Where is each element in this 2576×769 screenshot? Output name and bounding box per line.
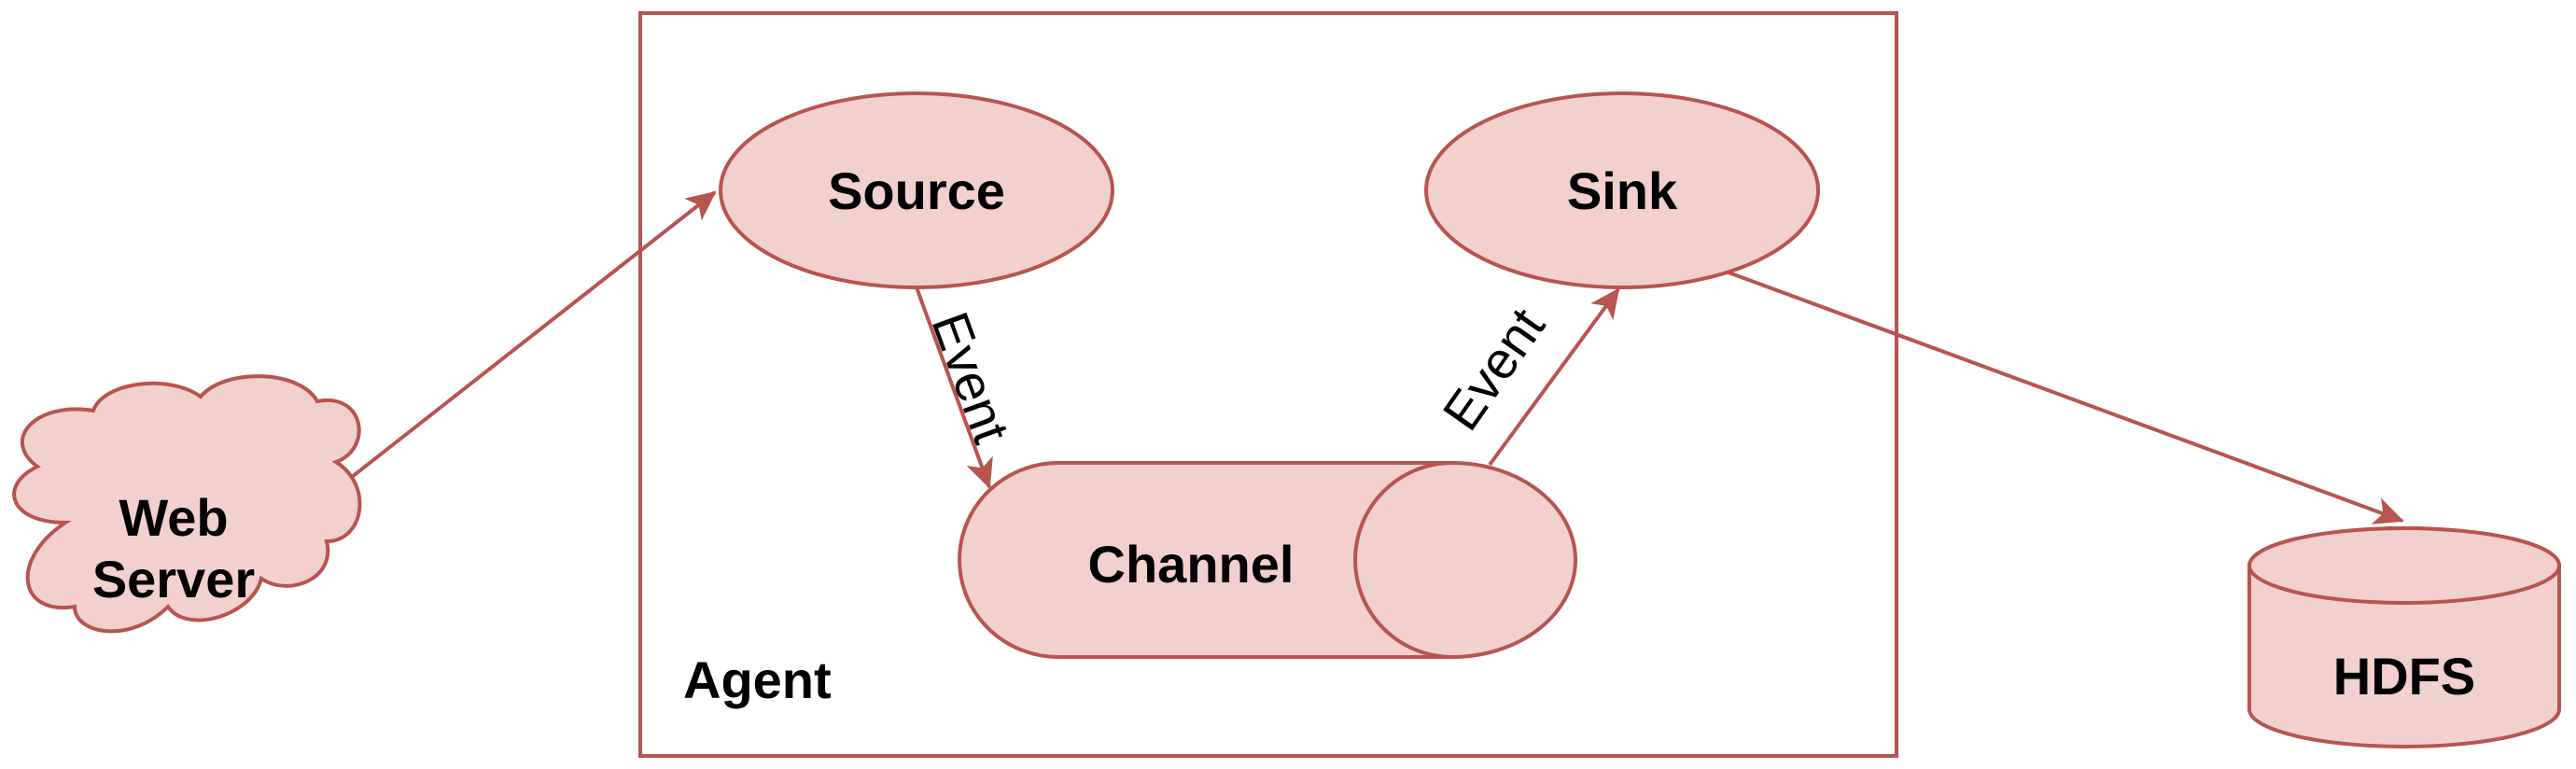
web-server-label-line1: Web — [119, 488, 228, 547]
channel-body — [958, 461, 1577, 659]
cloud-shape — [12, 374, 362, 634]
web-server-node: Web Server — [12, 374, 362, 634]
agent-border — [638, 11, 1898, 758]
edge-webserver-to-source — [315, 190, 717, 506]
web-server-label-line2: Server — [92, 550, 255, 608]
sink-node: Sink — [1424, 91, 1820, 289]
hdfs-top — [2247, 526, 2561, 605]
edge-source-to-channel — [915, 287, 993, 489]
agent-container: Agent — [638, 11, 1898, 758]
channel-end-cap — [1353, 461, 1453, 659]
source-node: Source — [719, 91, 1114, 289]
source-label: Source — [828, 161, 1005, 220]
channel-node: Channel — [958, 461, 1577, 659]
hdfs-label: HDFS — [2333, 647, 2475, 706]
edge-label-channel-sink: Event — [1431, 297, 1556, 440]
sink-label: Sink — [1567, 161, 1678, 220]
sink-ellipse — [1424, 91, 1820, 289]
edge-label-source-channel: Event — [920, 304, 1021, 451]
hdfs-node: HDFS — [2247, 526, 2561, 748]
agent-label: Agent — [683, 650, 832, 709]
edge-sink-to-hdfs — [1728, 271, 2404, 524]
edge-channel-to-sink — [1488, 287, 1620, 467]
source-ellipse — [719, 91, 1114, 289]
channel-label: Channel — [1088, 535, 1295, 594]
